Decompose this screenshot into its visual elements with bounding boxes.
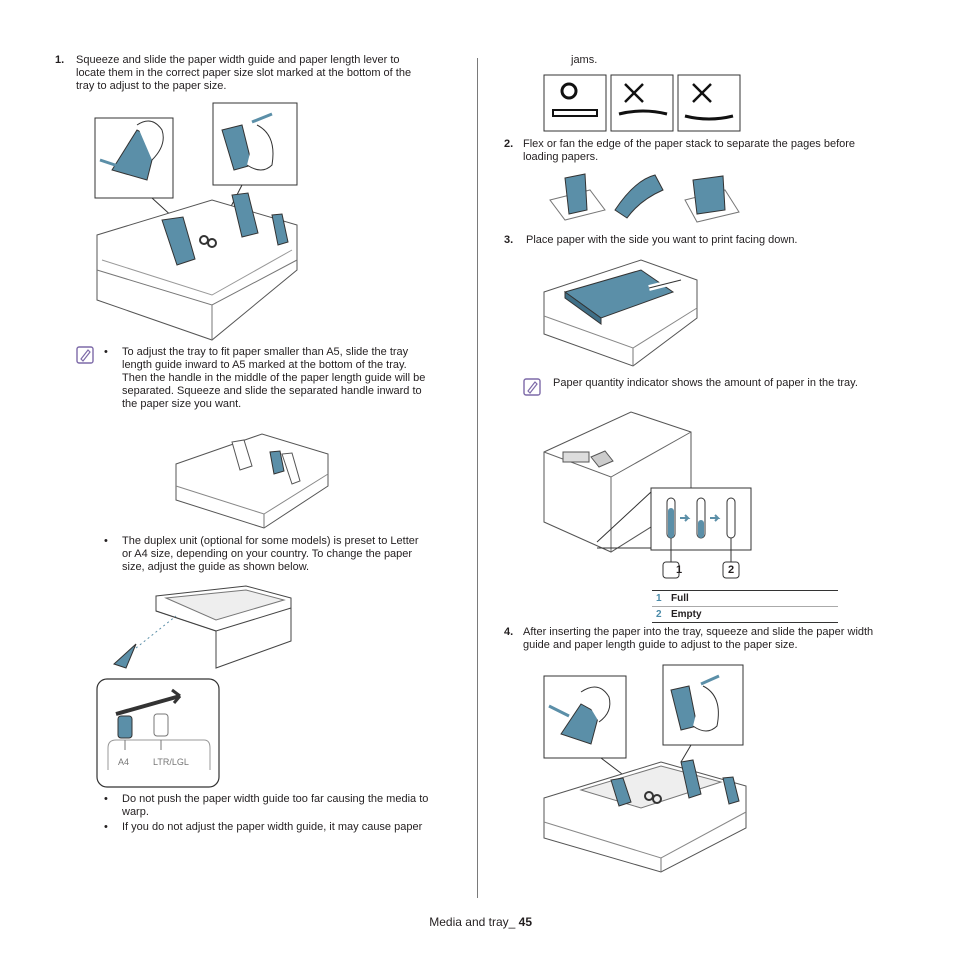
- page-footer: Media and tray_ 45: [0, 915, 532, 929]
- step-number: 2.: [504, 138, 514, 150]
- note-text: To adjust the tray to fit paper smaller …: [122, 346, 409, 358]
- step-number: 3.: [504, 234, 514, 246]
- printer-indicator-illustration: [543, 411, 752, 579]
- note-icon: [523, 378, 541, 396]
- tray-paper-illustration: [543, 259, 698, 367]
- bullet-text: warp.: [122, 806, 149, 818]
- legend-num: 2: [656, 609, 662, 620]
- note-text: the paper size you want.: [122, 398, 242, 410]
- note-text: separated. Squeeze and slide the separat…: [122, 385, 422, 397]
- step-text: Squeeze and slide the paper width guide …: [76, 54, 400, 66]
- legend-num: 1: [656, 593, 662, 604]
- step-text: Flex or fan the edge of the paper stack …: [523, 138, 856, 150]
- tray-adjust-illustration: [543, 664, 747, 873]
- note-text: The duplex unit (optional for some model…: [122, 535, 419, 547]
- bullet: •: [104, 821, 108, 833]
- legend-label: Full: [671, 593, 689, 604]
- small-tray-illustration: [175, 433, 329, 529]
- column-divider: [477, 58, 478, 898]
- continued-text: jams.: [571, 54, 598, 66]
- footer-page-number: 45: [518, 915, 532, 929]
- duplex-guide-callout: [96, 678, 220, 788]
- bullet-text: Do not push the paper width guide too fa…: [122, 793, 429, 805]
- bullet: •: [104, 346, 108, 358]
- note-text: length guide inward to A5 marked at the …: [122, 359, 407, 371]
- step-number: 1.: [55, 54, 65, 66]
- callout-2: 2: [727, 564, 735, 576]
- legend-label: Empty: [671, 609, 702, 620]
- legend-rule: [652, 590, 838, 591]
- note-text: Paper quantity indicator shows the amoun…: [553, 377, 858, 389]
- bullet-text: If you do not adjust the paper width gui…: [122, 821, 423, 833]
- note-text: or A4 size, depending on your country. T…: [122, 548, 413, 560]
- step-text: tray to adjust to the paper size.: [76, 80, 227, 92]
- duplex-label-ltr: LTR/LGL: [153, 757, 189, 767]
- note-text: Then the handle in the middle of the pap…: [122, 372, 426, 384]
- paper-curl-illustration: [543, 74, 741, 132]
- step-text: loading papers.: [523, 151, 599, 163]
- legend-rule: [652, 622, 838, 623]
- step-text: locate them in the correct paper size sl…: [76, 67, 412, 79]
- footer-section: Media and tray_: [429, 915, 519, 929]
- note-text: size, adjust the guide as shown below.: [122, 561, 310, 573]
- step-text: After inserting the paper into the tray,…: [523, 626, 874, 638]
- step-number: 4.: [504, 626, 514, 638]
- fan-paper-illustration: [549, 173, 740, 223]
- duplex-label-a4: A4: [118, 757, 130, 767]
- callout-1: 1: [675, 564, 683, 576]
- duplex-unit-illustration: [113, 585, 292, 669]
- step-text: guide and paper length guide to adjust t…: [523, 639, 798, 651]
- bullet: •: [104, 535, 108, 547]
- step-text: Place paper with the side you want to pr…: [526, 234, 798, 246]
- bullet: •: [104, 793, 108, 805]
- legend-rule: [652, 606, 838, 607]
- tray-guide-illustration: [94, 102, 298, 341]
- note-icon: [76, 346, 94, 364]
